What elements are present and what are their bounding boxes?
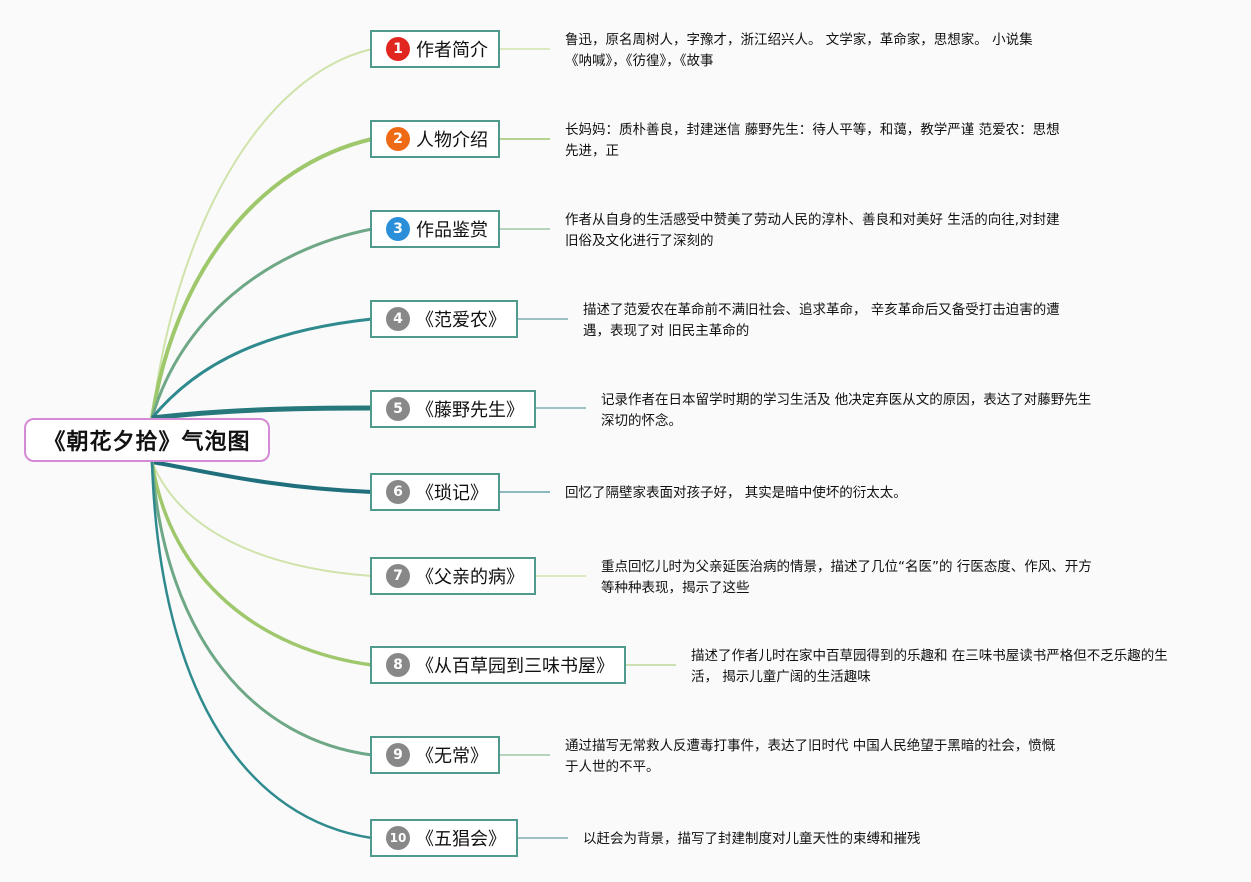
gray-number-7-icon: 7 <box>386 564 410 588</box>
branch-label: 《琐记》 <box>416 483 488 504</box>
connector-10 <box>150 461 373 840</box>
branch-node-4[interactable]: 4 《范爱农》 <box>370 300 518 338</box>
branch-label: 《从百草园到三味书屋》 <box>416 656 614 677</box>
branch-node-8[interactable]: 8 《从百草园到三味书屋》 <box>370 646 626 684</box>
branch-label: 人物介绍 <box>416 130 488 151</box>
gray-number-8-icon: 8 <box>386 653 410 677</box>
branch-description-8: 描述了作者儿时在家中百草园得到的乐趣和 在三味书屋读书严格但不乏乐趣的生活， 揭… <box>691 648 1168 685</box>
branch-label: 《无常》 <box>416 746 488 767</box>
branch-node-1[interactable]: 1 作者简介 <box>370 30 500 68</box>
branch-node-5[interactable]: 5 《藤野先生》 <box>370 390 536 428</box>
red-number-1-icon: 1 <box>386 37 410 61</box>
connector-5 <box>151 405 373 421</box>
branch-node-7[interactable]: 7 《父亲的病》 <box>370 557 536 595</box>
branch-description-5: 记录作者在日本留学时期的学习生活及 他决定弃医从文的原因，表达了对藤野先生 深切… <box>601 392 1092 429</box>
root-node[interactable]: 《朝花夕拾》气泡图 <box>24 418 270 462</box>
orange-number-2-icon: 2 <box>386 127 410 151</box>
connector-7 <box>151 461 373 577</box>
branch-node-3[interactable]: 3 作品鉴赏 <box>370 210 500 248</box>
gray-number-6-icon: 6 <box>386 480 410 504</box>
blue-number-3-icon: 3 <box>386 217 410 241</box>
branch-description-6: 回忆了隔壁家表面对孩子好， 其实是暗中使坏的衍太太。 <box>565 485 907 501</box>
branch-description-2: 长妈妈：质朴善良，封建迷信 藤野先生：待人平等，和蔼，教学严谨 范爱农：思想先进… <box>565 122 1060 159</box>
branch-node-10[interactable]: 10 《五猖会》 <box>370 819 518 857</box>
connector-3 <box>150 227 373 419</box>
branch-label: 作品鉴赏 <box>416 220 488 241</box>
branch-label: 《父亲的病》 <box>416 567 524 588</box>
branch-node-2[interactable]: 2 人物介绍 <box>370 120 500 158</box>
gray-number-5-icon: 5 <box>386 397 410 421</box>
branch-label: 作者简介 <box>416 40 488 61</box>
branch-description-7: 重点回忆儿时为父亲延医治病的情景，描述了几位“名医”的 行医态度、作风、开方等种… <box>601 559 1092 596</box>
branch-description-10: 以赶会为背景，描写了封建制度对儿童天性的束缚和摧残 <box>583 831 921 847</box>
branch-description-4: 描述了范爱农在革命前不满旧社会、追求革命， 辛亥革命后又备受打击迫害的遭遇，表现… <box>583 302 1060 339</box>
gray-number-9-icon: 9 <box>386 743 410 767</box>
branch-node-6[interactable]: 6 《琐记》 <box>370 473 500 511</box>
connector-2 <box>150 137 373 419</box>
branch-label: 《五猖会》 <box>416 829 506 850</box>
connector-4 <box>150 317 373 419</box>
branch-description-1: 鲁迅，原名周树人，字豫才，浙江绍兴人。 文学家，革命家，思想家。 小说集《呐喊》… <box>565 32 1033 69</box>
gray-number-10-icon: 10 <box>386 826 410 850</box>
branch-description-3: 作者从自身的生活感受中赞美了劳动人民的淳朴、善良和对美好 生活的向往,对封建旧俗… <box>565 212 1060 249</box>
gray-number-4-icon: 4 <box>386 307 410 331</box>
connector-8 <box>150 461 373 667</box>
connector-6 <box>151 460 373 494</box>
connector-9 <box>150 461 373 757</box>
branch-node-9[interactable]: 9 《无常》 <box>370 736 500 774</box>
connector-1 <box>151 48 373 419</box>
branch-label: 《藤野先生》 <box>416 400 524 421</box>
branch-label: 《范爱农》 <box>416 310 506 331</box>
branch-description-9: 通过描写无常救人反遭毒打事件，表达了旧时代 中国人民绝望于黑暗的社会，愤慨于人世… <box>565 738 1056 775</box>
